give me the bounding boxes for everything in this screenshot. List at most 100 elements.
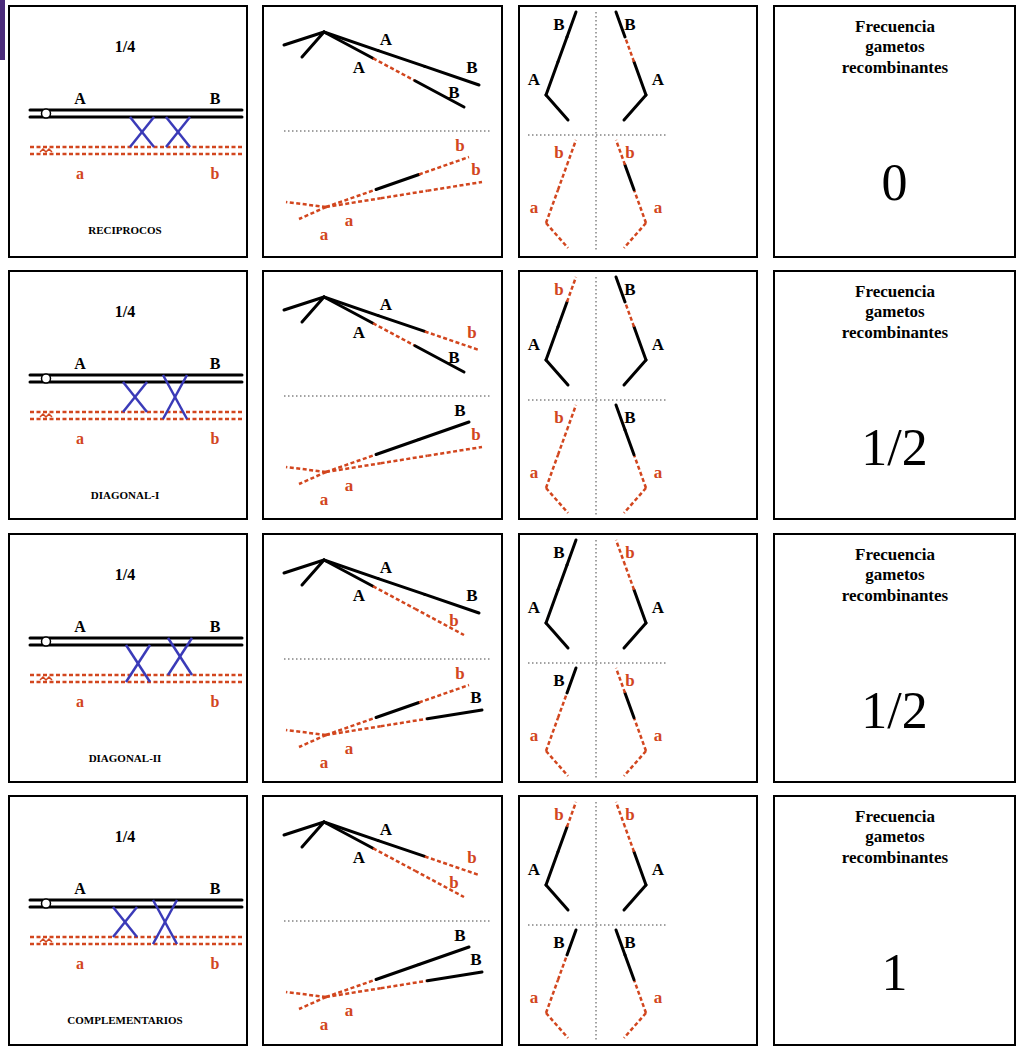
- diagram-panel: 1/4ABabDIAGONAL-II: [8, 533, 248, 783]
- allele-label: b: [449, 612, 458, 629]
- allele-label: B: [470, 951, 481, 968]
- chromatid-segment: [546, 590, 558, 623]
- allele-label: b: [554, 281, 563, 298]
- allele-label: a: [345, 1002, 354, 1019]
- chromatid-segment: [381, 456, 428, 464]
- crossover: [123, 382, 147, 412]
- chromatid-segment: [616, 668, 625, 693]
- chromatid-segment: [634, 980, 646, 1013]
- chromatid-segment: [427, 710, 482, 719]
- chromatid-segment: [415, 81, 464, 107]
- allele-label: a: [654, 464, 663, 481]
- chromatid-segment: [567, 140, 576, 165]
- allele-label: B: [448, 84, 459, 101]
- allele-label: B: [553, 672, 564, 689]
- allele-label: B: [454, 402, 465, 419]
- chromatid-segment: [326, 726, 381, 735]
- chromatid-segment: [558, 955, 567, 980]
- allele-label: a: [530, 727, 539, 744]
- allele-label: a: [530, 464, 539, 481]
- chromatid-segment: [326, 455, 376, 473]
- chromatid-segment: [302, 560, 324, 585]
- allele-label: B: [553, 16, 564, 33]
- allele-label: B: [454, 927, 465, 944]
- centromere: [40, 414, 52, 417]
- chromatid-segment: [624, 623, 646, 648]
- allele-label: A: [380, 31, 392, 48]
- allele-label: b: [211, 694, 220, 710]
- crossover: [130, 117, 154, 147]
- allele-label: B: [210, 91, 221, 107]
- chromatid-segment: [546, 751, 568, 776]
- diagram-panel: Frecuencia gametos recombinantes1: [773, 795, 1016, 1046]
- chromatid-segment: [326, 980, 376, 998]
- diagram-panel: BbAABbaa: [518, 533, 758, 783]
- allele-label: A: [380, 296, 392, 313]
- chromatid-segment: [634, 590, 646, 623]
- separator-line: [284, 396, 492, 397]
- allele-label: b: [625, 806, 634, 823]
- allele-label: b: [471, 426, 480, 443]
- allele-label: a: [76, 694, 84, 710]
- chromatid-segment: [376, 965, 419, 980]
- frequency-heading: Frecuencia gametos recombinantes: [830, 545, 960, 606]
- probability-label: 1/4: [115, 304, 135, 320]
- chromatid-segment: [546, 980, 558, 1013]
- allele-label: b: [554, 409, 563, 426]
- allele-label: B: [470, 689, 481, 706]
- chromatid-segment: [624, 1013, 646, 1038]
- chromatid-segment: [616, 140, 625, 165]
- frequency-heading: Frecuencia gametos recombinantes: [830, 282, 960, 343]
- centromere: [42, 109, 51, 118]
- chromatid-segment: [299, 207, 326, 219]
- chromatid-segment: [634, 190, 646, 223]
- chromatid-segment: [546, 223, 568, 248]
- chromatid-line: [30, 381, 242, 384]
- allele-label: a: [320, 1016, 329, 1033]
- chromatid-segment: [427, 182, 482, 191]
- allele-label: A: [380, 821, 392, 838]
- allele-label: a: [76, 431, 84, 447]
- allele-label: a: [345, 477, 354, 494]
- centromere: [40, 149, 52, 152]
- chromatid-segment: [326, 463, 381, 472]
- allele-label: B: [624, 934, 635, 951]
- crossover: [113, 907, 137, 937]
- separator-line: [528, 400, 666, 401]
- allele-label: A: [353, 324, 365, 341]
- chromatid-segment: [427, 447, 482, 456]
- chromatid-segment: [567, 802, 576, 827]
- allele-label: b: [455, 665, 464, 682]
- allele-label: a: [654, 989, 663, 1006]
- chromatid-segment: [624, 751, 646, 776]
- separator-line: [528, 925, 666, 926]
- probability-label: 1/4: [115, 39, 135, 55]
- chromatid-segment: [558, 37, 567, 62]
- allele-label: a: [654, 199, 663, 216]
- allele-label: a: [76, 956, 84, 972]
- centromere: [42, 637, 51, 646]
- separator-line: [596, 277, 597, 517]
- chromatid-segment: [634, 455, 646, 488]
- separator-line: [284, 921, 492, 922]
- allele-label: A: [74, 91, 86, 107]
- chromatid-segment: [376, 703, 419, 718]
- crossover: [123, 382, 147, 412]
- chromatid-segment: [624, 223, 646, 248]
- allele-label: A: [652, 861, 664, 878]
- chromatid-segment: [419, 947, 469, 965]
- separator-line: [596, 540, 597, 780]
- chromatid-segment: [567, 405, 576, 430]
- allele-label: B: [553, 544, 564, 561]
- chromatid-segment: [546, 62, 558, 95]
- chromatid-segment: [567, 668, 576, 693]
- separator-line: [596, 12, 597, 252]
- diagram-panel: ABABbbaa: [262, 5, 503, 258]
- chromatid-line: [30, 374, 242, 377]
- allele-label: b: [449, 874, 458, 891]
- chromatid-segment: [302, 32, 324, 57]
- diagram-panel: Frecuencia gametos recombinantes0: [773, 5, 1016, 258]
- centromere: [42, 899, 51, 908]
- chromatid-line: [30, 899, 242, 902]
